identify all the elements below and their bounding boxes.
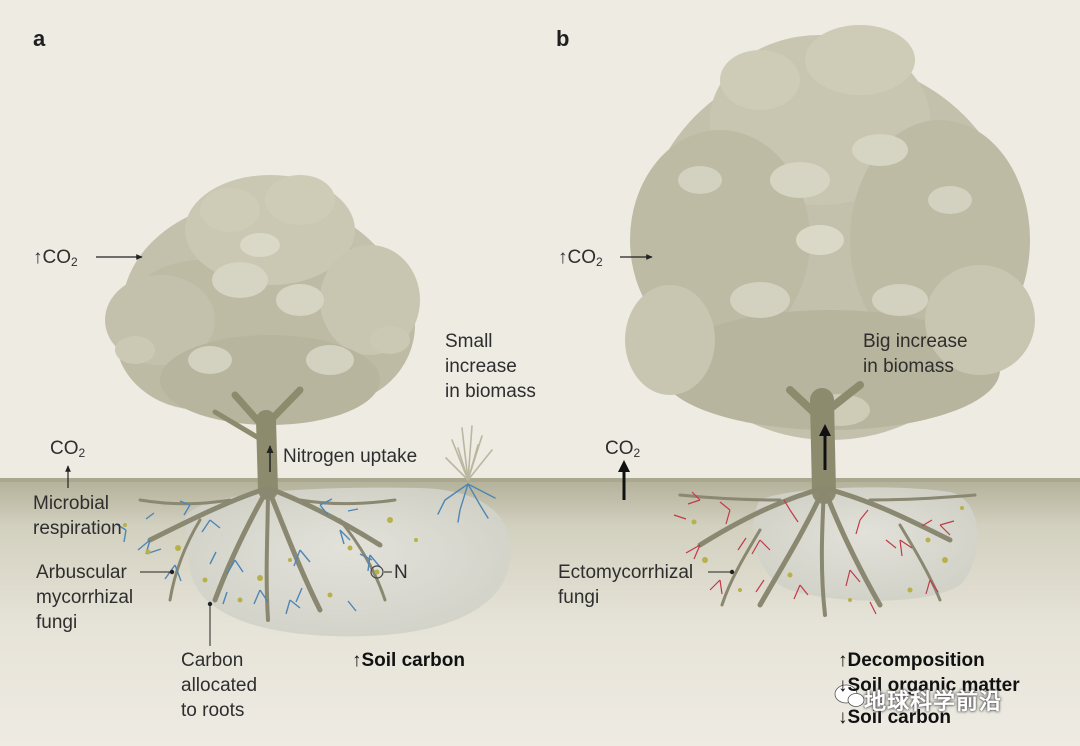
nitrogen-label: N: [394, 562, 408, 583]
ectomycorrhizal-label: Ectomycorrhizal fungi: [558, 562, 694, 608]
soil-carbon-b: ↓Soil carbon: [838, 707, 951, 728]
ectomycorrhizal-fungi: [673, 491, 955, 615]
co2-increase-b: ↑CO2: [558, 247, 603, 269]
small-biomass-label: Small increase in biomass: [445, 331, 536, 402]
ecto-pointer-dot: [729, 569, 735, 575]
arbuscular-fungi: [115, 498, 381, 615]
big-biomass-label: Big increase in biomass: [863, 331, 968, 377]
decomposition-label: ↑Decomposition: [838, 650, 985, 671]
nitrogen-symbol-core: [374, 569, 380, 575]
tree-b-trunk: [786, 381, 864, 504]
watermark: 地球科学前沿: [864, 689, 1003, 714]
tree-b-canopy: [625, 25, 1035, 440]
carbon-allocated-label: Carbon allocated to roots: [181, 650, 258, 721]
tree-b: [625, 25, 1035, 617]
co2-efflux-b: CO2: [605, 438, 641, 460]
panel-b-letter: b: [556, 26, 570, 51]
soil-carbon-a: ↑Soil carbon: [352, 650, 465, 671]
nutrient-dots-b: [691, 506, 964, 602]
nitrogen-uptake-label: Nitrogen uptake: [283, 446, 418, 467]
tree-b-roots: [678, 485, 977, 617]
microbial-respiration-label: Microbial respiration: [33, 493, 122, 539]
tree-a-trunk: [212, 386, 304, 500]
soil-organic-matter-label: ↓Soil organic matter: [838, 675, 1020, 696]
grass: [437, 425, 496, 523]
tree-a-canopy: [105, 175, 420, 425]
nitrogen-symbol: [370, 565, 384, 579]
tree-a: [105, 175, 420, 622]
watermark-icon: [834, 684, 865, 707]
nutrient-dots-a: [123, 517, 418, 603]
co2-increase-a: ↑CO2: [33, 247, 78, 269]
arbuscular-label: Arbuscular mycorrhizal fungi: [36, 562, 134, 633]
panel-a-letter: a: [33, 26, 46, 51]
soil-surface-line: [0, 478, 1080, 482]
co2-efflux-a: CO2: [50, 438, 86, 460]
arbuscular-pointer-dot: [169, 569, 175, 575]
carbon-pointer-dot: [207, 601, 213, 607]
